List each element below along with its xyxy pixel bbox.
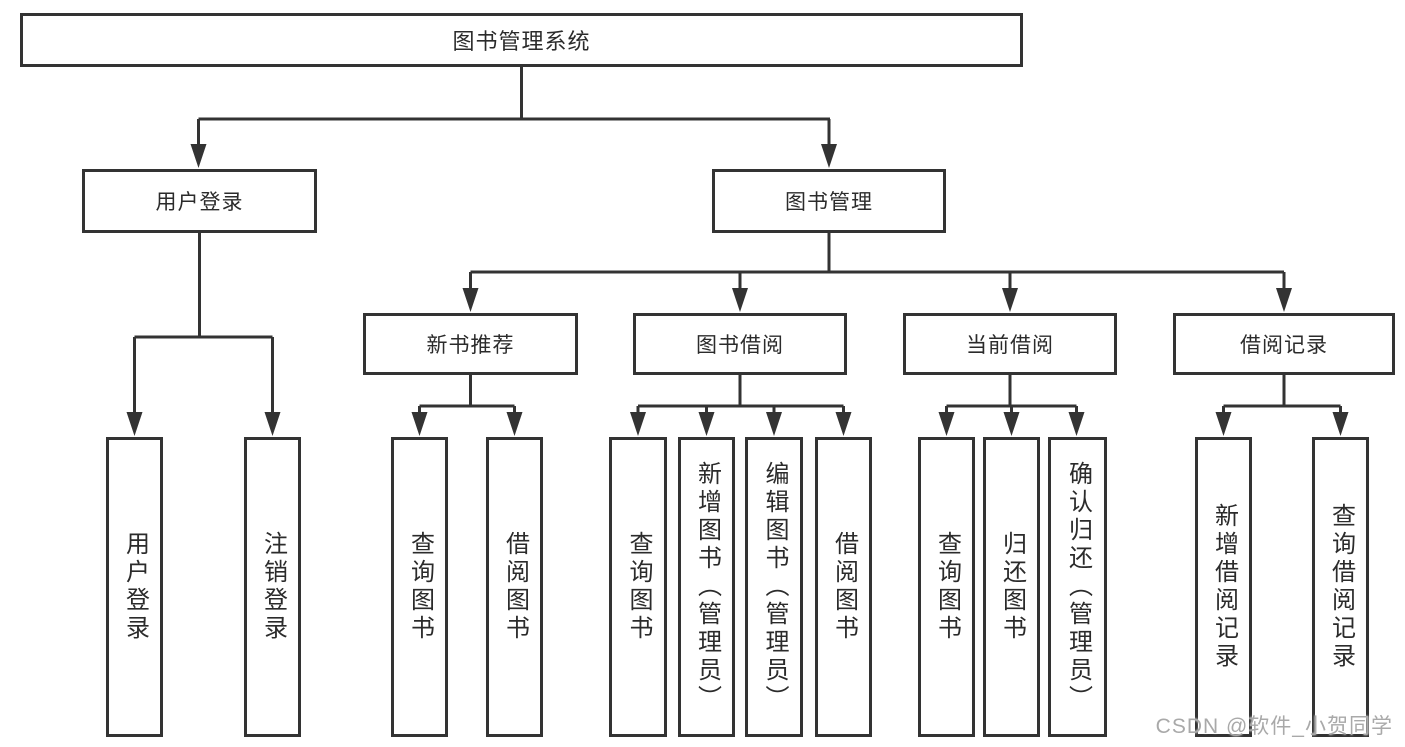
leaf-current-return-label: 归还图书 [998, 531, 1026, 643]
node-borrow-records: 借阅记录 [1173, 313, 1395, 375]
leaf-current-confirm-admin-label: 确认归还（管理员） [1064, 461, 1092, 713]
leaf-borrow-edit-admin: 编辑图书（管理员） [745, 437, 803, 737]
connector-records-to-leaves [1222, 374, 1342, 414]
arrowhead [938, 412, 955, 436]
connector-bookmgmt-to-level3 [469, 232, 1286, 289]
connector-userlogin-to-leaves [133, 232, 274, 414]
leaf-user-login: 用户登录 [106, 437, 163, 737]
arrowhead [506, 412, 523, 436]
leaf-current-query: 查询图书 [918, 437, 975, 737]
node-book-management: 图书管理 [712, 169, 946, 233]
connector-bookborrow-to-leaves [636, 374, 845, 414]
arrowhead [630, 412, 646, 436]
node-book-management-label: 图书管理 [785, 191, 873, 214]
node-book-borrow: 图书借阅 [633, 313, 847, 375]
leaf-current-query-label: 查询图书 [933, 531, 961, 643]
leaf-borrow-edit-admin-label: 编辑图书（管理员） [761, 461, 788, 713]
leaf-logout: 注销登录 [244, 437, 301, 737]
connector-currentborrow-to-leaves [945, 374, 1078, 414]
node-current-borrow-label: 当前借阅 [966, 334, 1054, 357]
leaf-records-query: 查询借阅记录 [1312, 437, 1369, 737]
node-user-login-label: 用户登录 [155, 191, 244, 214]
leaf-borrow-borrow: 借阅图书 [815, 437, 872, 737]
arrowhead [821, 144, 837, 168]
node-user-login: 用户登录 [82, 169, 317, 233]
node-book-borrow-label: 图书借阅 [696, 334, 784, 357]
arrowhead [1332, 412, 1349, 436]
arrowhead [264, 412, 281, 436]
leaf-borrow-borrow-label: 借阅图书 [830, 531, 858, 643]
node-root: 图书管理系统 [20, 13, 1023, 67]
leaf-newbooks-query-label: 查询图书 [406, 531, 434, 643]
leaf-current-return: 归还图书 [983, 437, 1040, 737]
node-new-book-recommend-label: 新书推荐 [426, 334, 515, 357]
arrowhead [1276, 288, 1292, 312]
csdn-watermark: CSDN @软件_小贺同学 [1155, 715, 1393, 738]
arrowhead [732, 288, 748, 312]
arrowhead [126, 412, 143, 436]
leaf-user-login-label: 用户登录 [121, 531, 149, 643]
leaf-newbooks-borrow: 借阅图书 [486, 437, 543, 737]
node-root-label: 图书管理系统 [452, 29, 591, 54]
connector-newbooks-to-leaves [418, 374, 516, 414]
arrowhead [1002, 288, 1018, 312]
arrowhead [462, 288, 479, 312]
node-current-borrow: 当前借阅 [903, 313, 1117, 375]
node-new-book-recommend: 新书推荐 [363, 313, 578, 375]
arrowhead [766, 412, 782, 436]
arrowhead [1215, 412, 1232, 436]
leaf-records-query-label: 查询借阅记录 [1327, 503, 1355, 671]
leaf-newbooks-borrow-label: 借阅图书 [501, 531, 529, 643]
leaf-borrow-query: 查询图书 [609, 437, 667, 737]
arrowhead [1068, 412, 1085, 436]
leaf-borrow-add-admin: 新增图书（管理员） [678, 437, 735, 737]
arrowhead [835, 412, 852, 436]
arrowhead [411, 412, 428, 436]
arrowhead [698, 412, 715, 436]
arrowhead [1003, 412, 1020, 436]
leaf-current-confirm-admin: 确认归还（管理员） [1048, 437, 1107, 737]
leaf-records-add-label: 新增借阅记录 [1210, 503, 1238, 671]
leaf-newbooks-query: 查询图书 [391, 437, 448, 737]
node-borrow-records-label: 借阅记录 [1240, 334, 1328, 357]
leaf-logout-label: 注销登录 [259, 531, 287, 643]
leaf-borrow-query-label: 查询图书 [625, 531, 652, 643]
leaf-borrow-add-admin-label: 新增图书（管理员） [693, 461, 721, 713]
arrowhead [190, 144, 207, 168]
leaf-records-add: 新增借阅记录 [1195, 437, 1252, 737]
connector-root-to-level2 [197, 65, 831, 146]
